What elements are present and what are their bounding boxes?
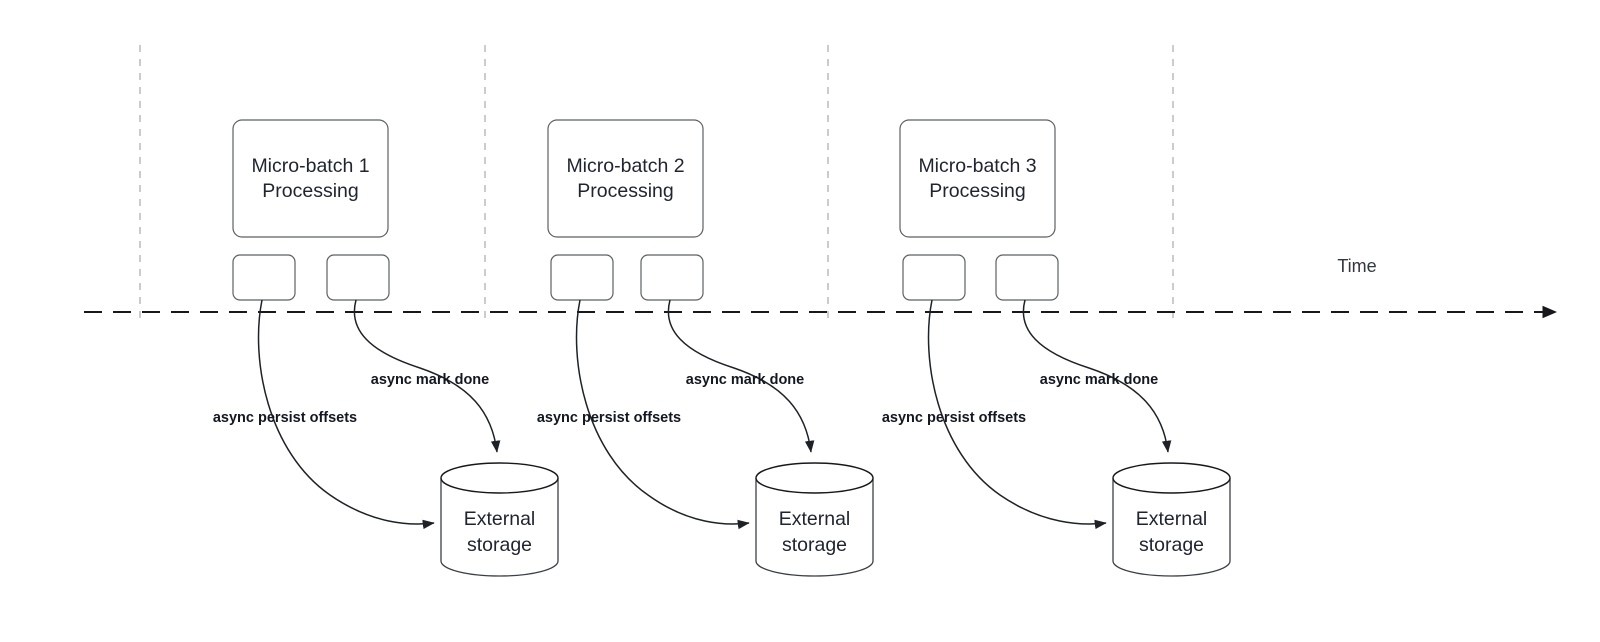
micro-batch-1-mark-done-curve bbox=[353, 299, 501, 453]
micro-batch-3-process-box[interactable] bbox=[899, 119, 1056, 238]
micro-batch-group-3: Micro-batch 3 Processing async persist o… bbox=[882, 119, 1231, 577]
external-storage-3-label-line2: storage bbox=[1139, 534, 1204, 556]
external-storage-2-label-line1: External bbox=[779, 508, 851, 530]
micro-batch-1-persist-offsets-label: async persist offsets bbox=[213, 410, 357, 426]
micro-batch-1-persist-offsets-task[interactable] bbox=[232, 254, 296, 301]
micro-batch-2-persist-offsets-label: async persist offsets bbox=[537, 410, 681, 426]
external-storage-2-label-line2: storage bbox=[782, 534, 847, 556]
micro-batch-2-mark-done-curve bbox=[667, 299, 815, 453]
external-storage-1-top bbox=[440, 462, 559, 494]
micro-batch-3-mark-done-task[interactable] bbox=[995, 254, 1059, 301]
micro-batch-3-label-line1: Micro-batch 3 bbox=[918, 155, 1036, 177]
micro-batch-1-mark-done-task[interactable] bbox=[326, 254, 390, 301]
micro-batch-1-persist-offsets-curve bbox=[257, 299, 435, 530]
external-storage-3-label-line1: External bbox=[1136, 508, 1208, 530]
micro-batch-1-external-storage[interactable]: External storage bbox=[440, 462, 559, 577]
micro-batch-1-process-box[interactable] bbox=[232, 119, 389, 238]
micro-batch-1-label-line2: Processing bbox=[262, 180, 358, 202]
micro-batch-2-mark-done-task[interactable] bbox=[640, 254, 704, 301]
micro-batch-3-persist-offsets-task[interactable] bbox=[902, 254, 966, 301]
external-storage-2-body bbox=[755, 478, 874, 577]
micro-batch-2-persist-offsets-curve bbox=[575, 299, 750, 530]
micro-batch-group-2: Micro-batch 2 Processing async persist o… bbox=[537, 119, 874, 577]
external-storage-3-top bbox=[1112, 462, 1231, 494]
micro-batch-2-persist-offsets-task[interactable] bbox=[550, 254, 614, 301]
micro-batch-3-persist-offsets-curve bbox=[927, 299, 1107, 530]
micro-batch-2-mark-done-label: async mark done bbox=[686, 372, 804, 388]
tick-line-group bbox=[139, 45, 1174, 318]
micro-batch-1-mark-done-label: async mark done bbox=[371, 372, 489, 388]
external-storage-1-label-line2: storage bbox=[467, 534, 532, 556]
micro-batch-3-persist-offsets-label: async persist offsets bbox=[882, 410, 1026, 426]
external-storage-3-body bbox=[1112, 478, 1231, 577]
external-storage-1-label-line1: External bbox=[464, 508, 536, 530]
micro-batch-3-mark-done-label: async mark done bbox=[1040, 372, 1158, 388]
micro-batch-3-mark-done-curve bbox=[1022, 299, 1172, 453]
time-axis-label: Time bbox=[1337, 256, 1376, 276]
micro-batch-3-external-storage[interactable]: External storage bbox=[1112, 462, 1231, 577]
micro-batch-2-label-line1: Micro-batch 2 bbox=[566, 155, 684, 177]
micro-batch-2-process-box[interactable] bbox=[547, 119, 704, 238]
micro-batch-2-label-line2: Processing bbox=[577, 180, 673, 202]
external-storage-2-top bbox=[755, 462, 874, 494]
micro-batch-1-label-line1: Micro-batch 1 bbox=[251, 155, 369, 177]
micro-batch-3-label-line2: Processing bbox=[929, 180, 1025, 202]
micro-batch-group-1: Micro-batch 1 Processing async persist o… bbox=[213, 119, 559, 577]
micro-batch-2-external-storage[interactable]: External storage bbox=[755, 462, 874, 577]
external-storage-1-body bbox=[440, 478, 559, 577]
